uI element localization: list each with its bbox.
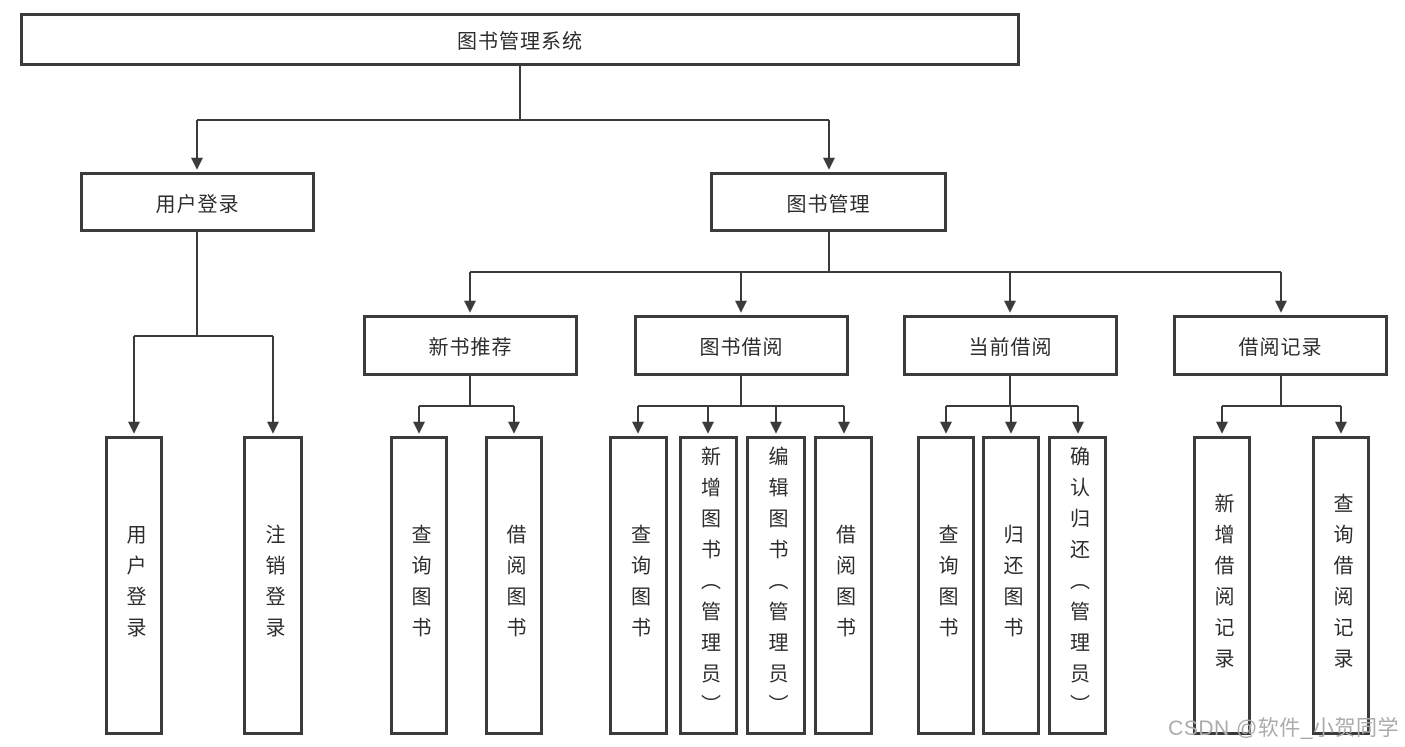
leaf-query-borrow-record-label: 查询借阅记录 — [1330, 492, 1352, 679]
node-book-management: 图书管理 — [710, 172, 947, 232]
leaf-query-books-recommend-label: 查询图书 — [408, 523, 430, 648]
node-book-borrowing-label: 图书借阅 — [699, 337, 784, 359]
leaf-user-login: 用户登录 — [105, 436, 163, 735]
node-borrowing-records-label: 借阅记录 — [1238, 337, 1323, 359]
node-current-borrowing-label: 当前借阅 — [968, 337, 1053, 359]
leaf-logout-label: 注销登录 — [262, 523, 284, 648]
node-user-login-label: 用户登录 — [155, 193, 240, 216]
leaf-query-books-current: 查询图书 — [917, 436, 975, 735]
leaf-confirm-return-admin: 确认归还（管理员） — [1048, 436, 1107, 735]
leaf-return-book-label: 归还图书 — [1000, 523, 1022, 648]
leaf-add-book-admin-label: 新增图书（管理员） — [697, 446, 720, 725]
node-current-borrowing: 当前借阅 — [903, 315, 1118, 376]
leaf-edit-book-admin: 编辑图书（管理员） — [746, 436, 806, 735]
node-book-borrowing: 图书借阅 — [634, 315, 849, 376]
leaf-borrow-books-recommend: 借阅图书 — [485, 436, 543, 735]
leaf-query-books-recommend: 查询图书 — [390, 436, 448, 735]
node-root-label: 图书管理系统 — [457, 31, 583, 53]
node-new-book-recommend-label: 新书推荐 — [428, 337, 513, 359]
leaf-query-borrow-record: 查询借阅记录 — [1312, 436, 1370, 735]
leaf-query-books-current-label: 查询图书 — [935, 523, 957, 648]
leaf-query-books-borrow: 查询图书 — [609, 436, 668, 735]
leaf-add-borrow-record: 新增借阅记录 — [1193, 436, 1251, 735]
leaf-add-book-admin: 新增图书（管理员） — [679, 436, 738, 735]
connector-trunks — [134, 66, 1341, 407]
leaf-add-borrow-record-label: 新增借阅记录 — [1211, 492, 1233, 679]
leaf-confirm-return-admin-label: 确认归还（管理员） — [1066, 446, 1089, 725]
node-new-book-recommend: 新书推荐 — [363, 315, 578, 376]
leaf-return-book: 归还图书 — [982, 436, 1040, 735]
node-borrowing-records: 借阅记录 — [1173, 315, 1388, 376]
node-user-login: 用户登录 — [80, 172, 315, 232]
leaf-borrow-books-recommend-label: 借阅图书 — [503, 523, 525, 648]
leaf-query-books-borrow-label: 查询图书 — [627, 523, 650, 648]
leaf-edit-book-admin-label: 编辑图书（管理员） — [765, 446, 787, 725]
node-book-management-label: 图书管理 — [786, 193, 871, 216]
watermark: CSDN @软件_小贺同学 — [1168, 717, 1399, 740]
node-root: 图书管理系统 — [20, 13, 1020, 66]
leaf-borrow-books: 借阅图书 — [814, 436, 873, 735]
leaf-logout: 注销登录 — [243, 436, 303, 735]
leaf-borrow-books-label: 借阅图书 — [832, 523, 855, 648]
leaf-user-login-label: 用户登录 — [123, 523, 145, 648]
